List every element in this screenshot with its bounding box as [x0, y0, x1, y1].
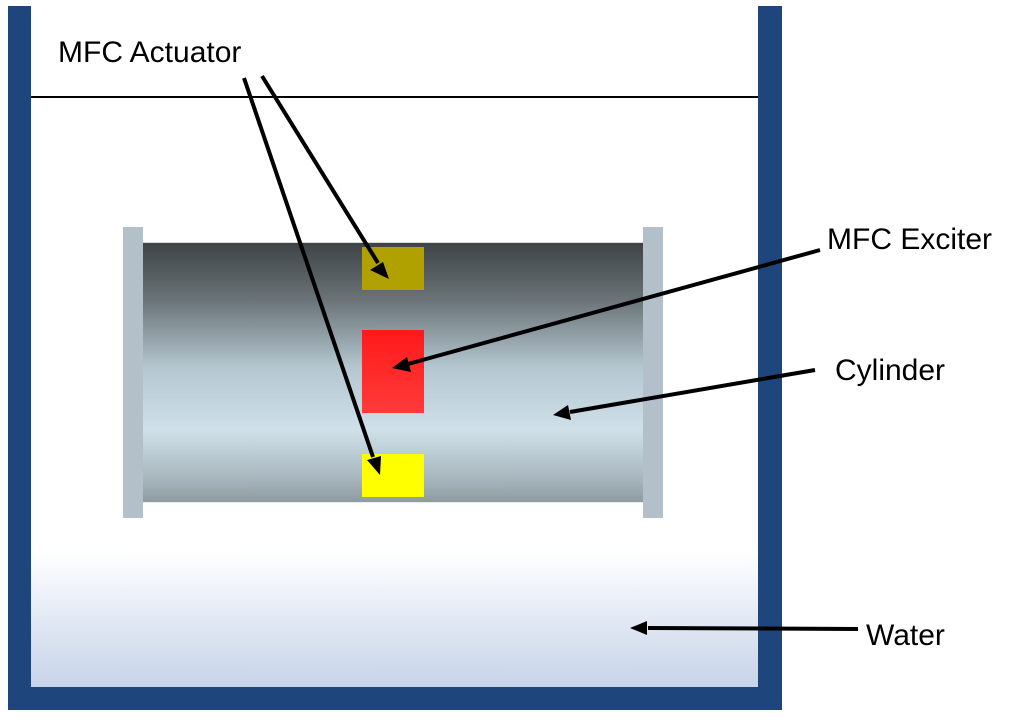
left-flange — [123, 227, 143, 518]
right-flange — [643, 227, 663, 518]
actuator-arrow-top-head — [370, 262, 389, 279]
label-water: Water — [866, 619, 945, 652]
annotation-arrows — [242, 74, 859, 635]
label-mfc-actuator: MFC Actuator — [58, 36, 241, 69]
actuator-arrow-top — [260, 74, 380, 265]
exciter-arrow-head — [392, 357, 411, 372]
water-arrow — [647, 626, 859, 631]
mfc-exciter-patch — [362, 330, 424, 413]
actuator-arrow-bottom — [242, 77, 375, 458]
actuator-arrow-bottom-head — [367, 456, 381, 475]
cylinder-bottom-edge — [143, 502, 643, 505]
label-mfc-exciter: MFC Exciter — [827, 223, 992, 256]
water-arrow-head — [630, 621, 647, 635]
cylinder-arrow-head — [553, 405, 571, 420]
exciter-arrow — [407, 248, 821, 366]
label-cylinder: Cylinder — [835, 354, 945, 387]
cylinder-arrow — [569, 368, 816, 414]
cylinder-top-edge — [143, 240, 643, 243]
